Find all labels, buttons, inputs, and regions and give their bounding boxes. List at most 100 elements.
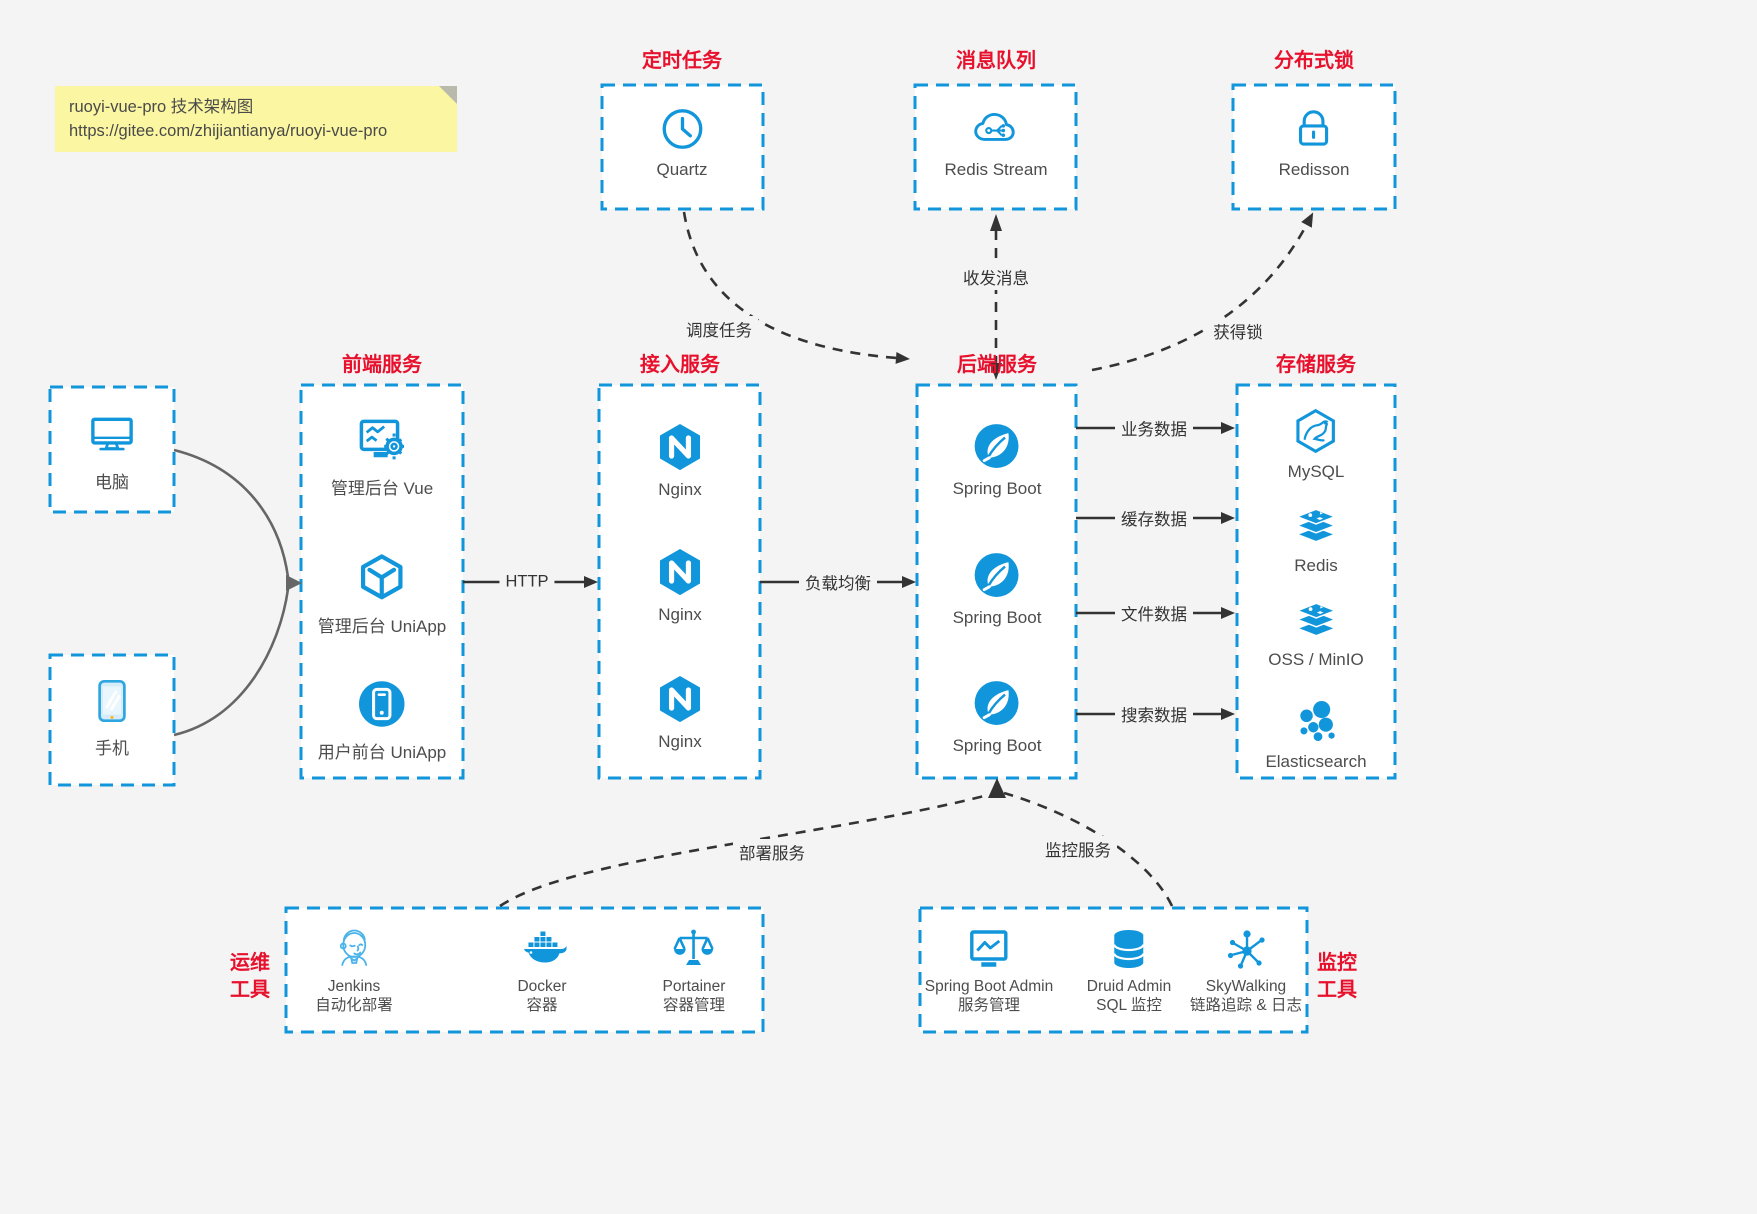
node-label: Spring Boot	[952, 608, 1042, 627]
label-load-balance: 负载均衡	[799, 569, 877, 595]
title-ops: 运维 工具	[230, 950, 270, 1004]
node-spring-boot-2: Spring Boot	[952, 548, 1042, 628]
title-mq: 消息队列	[956, 50, 1036, 72]
label-monitor-service: 监控服务	[1039, 836, 1117, 862]
edge-acquire-lock	[1091, 212, 1314, 372]
node-desc: 容器管理	[662, 997, 725, 1014]
node-label: Nginx	[658, 480, 702, 499]
node-quartz: Quartz	[656, 104, 708, 180]
edge-deploy-service	[499, 793, 989, 908]
node-redisson: Redisson	[1278, 104, 1350, 180]
node-spring-boot-1: Spring Boot	[952, 419, 1042, 499]
node-user-uniapp: 用户前台 UniApp	[318, 676, 446, 763]
node-desc: 服务管理	[957, 997, 1021, 1014]
mobile-icon	[85, 674, 139, 728]
node-label: SkyWalking	[1205, 978, 1287, 995]
note-title: ruoyi-vue-pro 技术架构图	[69, 98, 254, 116]
node-nginx-3: Nginx	[653, 672, 707, 752]
mysql-icon	[1291, 406, 1341, 456]
node-label: Redisson	[1278, 160, 1350, 179]
node-label: Jenkins	[327, 978, 381, 995]
node-label: Elasticsearch	[1265, 752, 1367, 771]
spring-boot-admin-icon	[965, 925, 1013, 973]
title-monitoring-line2: 工具	[1317, 979, 1357, 1001]
spring-icon	[970, 676, 1024, 730]
docker-icon	[518, 925, 566, 973]
node-nginx-2: Nginx	[653, 545, 707, 625]
edge-messages-arrowhead-top	[990, 214, 1002, 231]
label-file-data: 文件数据	[1115, 600, 1193, 626]
sticky-note: ruoyi-vue-pro 技术架构图 https://gitee.com/zh…	[55, 86, 457, 152]
node-label: MySQL	[1287, 462, 1345, 481]
node-label: Redis	[1294, 556, 1338, 575]
desktop-icon	[85, 408, 139, 462]
label-cache-data: 缓存数据	[1115, 505, 1193, 531]
ops-box	[284, 906, 765, 1034]
admin-vue-icon	[354, 412, 410, 468]
title-backend: 后端服务	[957, 354, 1037, 376]
label-acquire-lock: 获得锁	[1207, 318, 1269, 344]
node-label: Quartz	[656, 160, 708, 179]
node-label: 电脑	[95, 473, 129, 492]
mq-box	[913, 83, 1078, 211]
node-label: 管理后台 UniApp	[317, 617, 447, 636]
title-frontend: 前端服务	[342, 354, 422, 376]
node-label: 手机	[95, 739, 129, 758]
node-label: Spring Boot Admin	[924, 978, 1054, 995]
node-jenkins: Jenkins 自动化部署	[315, 925, 393, 1015]
lock-icon	[1289, 104, 1339, 154]
uniapp-cube-icon	[354, 550, 410, 606]
monitoring-box	[918, 906, 1309, 1034]
nginx-icon	[653, 545, 707, 599]
node-desc: 自动化部署	[315, 997, 393, 1014]
node-redis: Redis	[1291, 500, 1341, 576]
node-mobile: 手机	[85, 674, 139, 759]
node-label: Spring Boot	[952, 479, 1042, 498]
node-druid-admin: Druid Admin SQL 监控	[1087, 925, 1171, 1015]
edge-deploy-monitor-arrowhead	[988, 778, 1006, 798]
note-fold-corner	[439, 86, 457, 104]
node-skywalking: SkyWalking 链路追踪 & 日志	[1190, 925, 1302, 1015]
title-lock: 分布式锁	[1274, 50, 1354, 72]
edge-schedule-job	[682, 211, 910, 364]
user-app-icon	[354, 676, 410, 732]
spring-icon	[970, 419, 1024, 473]
node-label: 管理后台 Vue	[330, 479, 434, 498]
edge-messages-arrowhead-bottom	[990, 363, 1002, 380]
title-storage: 存储服务	[1276, 354, 1356, 376]
label-schedule-job: 调度任务	[680, 316, 758, 342]
label-search-data: 搜索数据	[1115, 701, 1193, 727]
spring-icon	[970, 548, 1024, 602]
node-admin-uniapp: 管理后台 UniApp	[318, 550, 446, 637]
edge-pc-to-frontend	[173, 448, 290, 578]
node-spring-boot-admin: Spring Boot Admin 服务管理	[925, 925, 1053, 1015]
node-label: Portainer	[662, 978, 726, 995]
node-pc: 电脑	[85, 408, 139, 493]
title-monitoring: 监控 工具	[1317, 950, 1357, 1004]
node-desc: 链路追踪 & 日志	[1190, 997, 1302, 1014]
edge-mobile-to-frontend	[173, 588, 290, 737]
jenkins-icon	[330, 925, 378, 973]
title-monitoring-line1: 监控	[1317, 952, 1357, 974]
title-ops-line2: 工具	[230, 979, 270, 1001]
oss-minio-icon	[1291, 594, 1341, 644]
redis-icon	[1291, 500, 1341, 550]
node-label: Docker	[517, 978, 567, 995]
node-elasticsearch: Elasticsearch	[1265, 696, 1367, 772]
nginx-icon	[653, 672, 707, 726]
label-http: HTTP	[499, 571, 555, 593]
node-redis-stream: Redis Stream	[944, 104, 1048, 180]
edge-clients-arrowhead	[286, 575, 302, 591]
note-url: https://gitee.com/zhijiantianya/ruoyi-vu…	[69, 122, 388, 140]
node-docker: Docker 容器	[517, 925, 567, 1015]
node-label: Redis Stream	[944, 160, 1048, 179]
node-mysql: MySQL	[1287, 406, 1345, 482]
node-label: Druid Admin	[1086, 978, 1172, 995]
lock-box	[1231, 83, 1397, 211]
node-label: Nginx	[658, 732, 702, 751]
node-label: Nginx	[658, 605, 702, 624]
clock-icon	[657, 104, 707, 154]
label-business-data: 业务数据	[1115, 415, 1193, 441]
